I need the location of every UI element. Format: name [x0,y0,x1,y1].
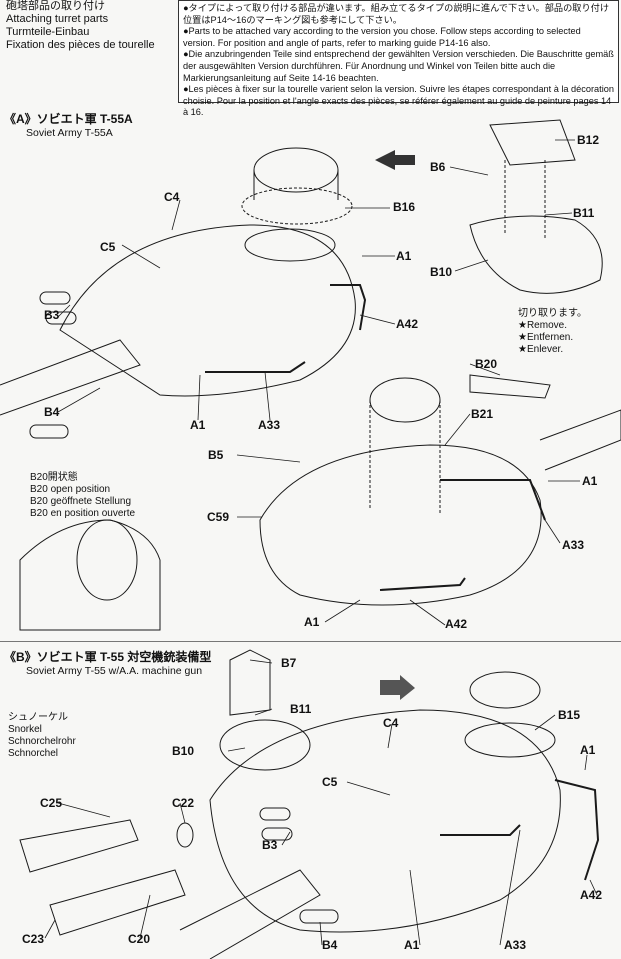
part-label: B5 [208,448,224,462]
part-label: B20 [475,357,498,371]
step-title: 砲塔部品の取り付け Attaching turret parts Turmtei… [6,0,176,52]
turret-b-body [209,709,561,933]
notice-ja: ●タイプによって取り付ける部品が違います。組み立てるタイプの説明に進んで下さい。… [183,3,610,25]
part-label: A33 [504,938,527,952]
part-label: A33 [258,418,281,432]
gun-barrel-a [0,339,141,416]
part-label: C4 [164,190,180,204]
remove-note: 切り取ります。 ★Remove. ★Entfernen. ★Enlever. [518,308,587,355]
part-label: A1 [304,615,320,629]
part-label: A33 [562,538,585,552]
part-label: B11 [573,206,595,220]
part-label: B3 [262,838,278,852]
part-label: B15 [558,708,581,722]
direction-arrow-a [375,150,415,170]
cupola-b [219,719,311,771]
ring-b16 [241,187,353,225]
part-label: A42 [396,317,419,331]
part-label: C25 [40,796,63,810]
hatch-b20-ring [369,377,441,423]
turret-a-lower [259,444,542,606]
part-b4-ring [29,424,69,439]
part-label: A1 [580,743,596,757]
section-a-subtitle: Soviet Army T-55A [26,127,113,139]
handrail-a33-c [440,824,521,836]
part-label: B6 [430,160,446,174]
b20-open-note: B20開状態 B20 open position B20 geöffnete S… [30,472,136,519]
handrail-a33-b [440,479,546,521]
section-b-subtitle: Soviet Army T-55 w/A.A. machine gun [26,665,203,677]
part-b3-ring-2 [45,311,77,325]
part-label: C4 [383,716,399,730]
snorkel-c25 [19,819,139,873]
part-label: C5 [322,775,338,789]
part-label: C20 [128,932,151,946]
version-notice-box: ●タイプによって取り付ける部品が違います。組み立てるタイプの説明に進んで下さい。… [178,0,619,117]
part-label: B4 [322,938,338,952]
part-label: B4 [44,405,60,419]
handrail-a42-b [379,577,466,591]
part-label: C23 [22,932,45,946]
part-label: B10 [430,265,453,279]
part-label: B21 [471,407,494,421]
part-label: A1 [582,474,598,488]
part-label: A1 [396,249,412,263]
section-divider [0,641,621,642]
part-label: B3 [44,308,60,322]
part-b3-ring [39,291,71,305]
ring-b15 [464,722,556,758]
notice-en: ●Parts to be attached vary according to … [183,26,581,48]
part-label: B7 [281,656,297,670]
section-b-title: 《B》ソビエト軍 T-55 対空機銃装備型 [4,650,212,664]
step-title-fr: Fixation des pièces de tourelle [6,39,155,51]
gun-barrel-a2 [539,409,621,471]
part-label: B16 [393,200,416,214]
section-a-title: 《A》ソビエト軍 T-55A [4,112,133,126]
direction-arrow-b [380,675,415,700]
hatch-b20 [469,374,551,399]
part-label: B10 [172,744,195,758]
part-label: A42 [445,617,468,631]
part-label: A42 [580,888,603,902]
step-title-de: Turmteile-Einbau [6,26,90,38]
handrail-a42-c [554,779,600,881]
step-title-ja: 砲塔部品の取り付け [6,0,105,12]
snorkel-c20 [49,869,186,936]
notice-de: ●Die anzubringenden Teile sind entsprech… [183,49,614,83]
notice-fr: ●Les pièces à fixer sur la tourelle vari… [183,84,614,118]
handrail-a42 [330,284,367,331]
part-label: B12 [577,133,600,147]
part-label: A1 [190,418,206,432]
snorkel-note: シュノーケル Snorkel Schnorchelrohr Schnorchel [8,712,76,759]
snorkel-c22 [176,822,194,848]
gun-barrel-b [179,869,321,959]
part-label: C5 [100,240,116,254]
turret-a-body [59,224,356,397]
part-label: B11 [290,702,312,716]
part-label: A1 [404,938,420,952]
inset-b20 [19,519,161,631]
hatch-a [253,147,339,193]
step-title-en: Attaching turret parts [6,13,109,25]
part-label: C22 [172,796,195,810]
part-label: C59 [207,510,230,524]
handrail-a33 [205,361,306,373]
cupola-a-right [469,215,603,294]
hatch-ring-a [244,228,336,262]
